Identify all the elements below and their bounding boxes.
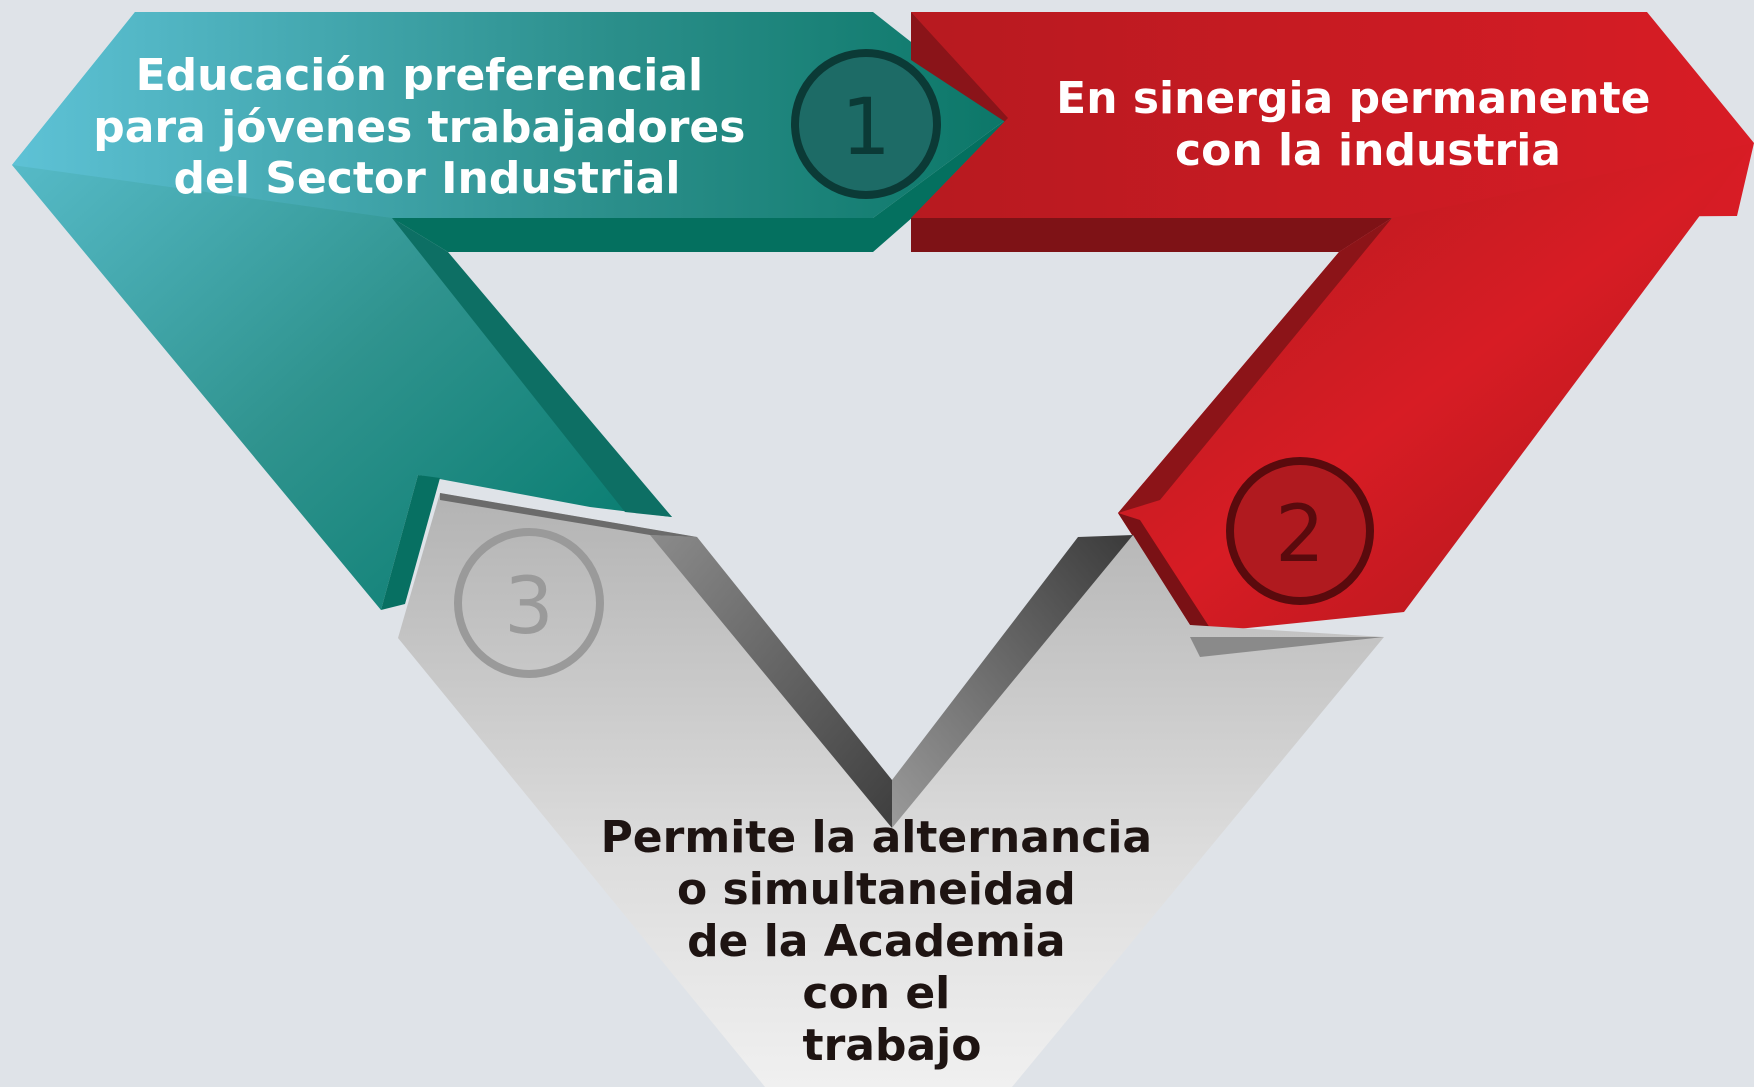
step-2-line-2: con la industria (1175, 125, 1561, 176)
step-3-line-2: o simultaneidad (677, 864, 1076, 915)
step-1-line-2: para jóvenes trabajadores (93, 102, 745, 153)
ribbon-1-band-edge (392, 118, 1010, 252)
ribbon-2-fold (1118, 513, 1210, 628)
ribbon-1-inner-shade (392, 218, 672, 517)
step-3-line-4: con el (802, 968, 950, 1019)
badge-1-circle (791, 49, 941, 199)
badge-3-circle (454, 528, 604, 678)
ribbon-step-3 (398, 493, 1384, 1087)
ribbon-3-right-shade (892, 535, 1133, 828)
step-1-line-1: Educación preferencial (136, 50, 704, 101)
step-2-label: En sinergia permanente con la industria (1056, 73, 1666, 176)
ribbon-1-top-band (12, 12, 1008, 218)
ribbon-3-left-shade (650, 535, 892, 828)
badge-2-circle (1226, 457, 1374, 605)
badge-2-number: 2 (1275, 490, 1325, 580)
badge-step-3: 3 (454, 528, 604, 678)
step-1-label: Educación preferencial para jóvenes trab… (93, 50, 761, 204)
step-3-label: Permite la alternancia o simultaneidad d… (601, 812, 1168, 1071)
ribbon-step-1 (12, 12, 1010, 610)
ribbon-3-fold (1190, 637, 1384, 657)
badge-step-2: 2 (1226, 457, 1374, 605)
step-1-line-3: del Sector Industrial (174, 153, 681, 204)
ribbon-1-fold (381, 475, 440, 610)
step-3-line-5: trabajo (803, 1020, 982, 1071)
step-2-line-1: En sinergia permanente (1056, 73, 1650, 124)
step-3-line-1: Permite la alternancia (601, 812, 1153, 863)
ribbon-3-top-shadow (440, 493, 697, 537)
ribbon-2-top-band (911, 12, 1754, 218)
badge-step-1: 1 (791, 49, 941, 199)
step-3-line-3: de la Academia (687, 916, 1066, 967)
ribbon-2-inner-shade (1118, 218, 1392, 513)
badge-1-number: 1 (841, 83, 891, 173)
badge-3-number: 3 (504, 562, 554, 652)
ribbon-2-band-edge (911, 218, 1392, 252)
